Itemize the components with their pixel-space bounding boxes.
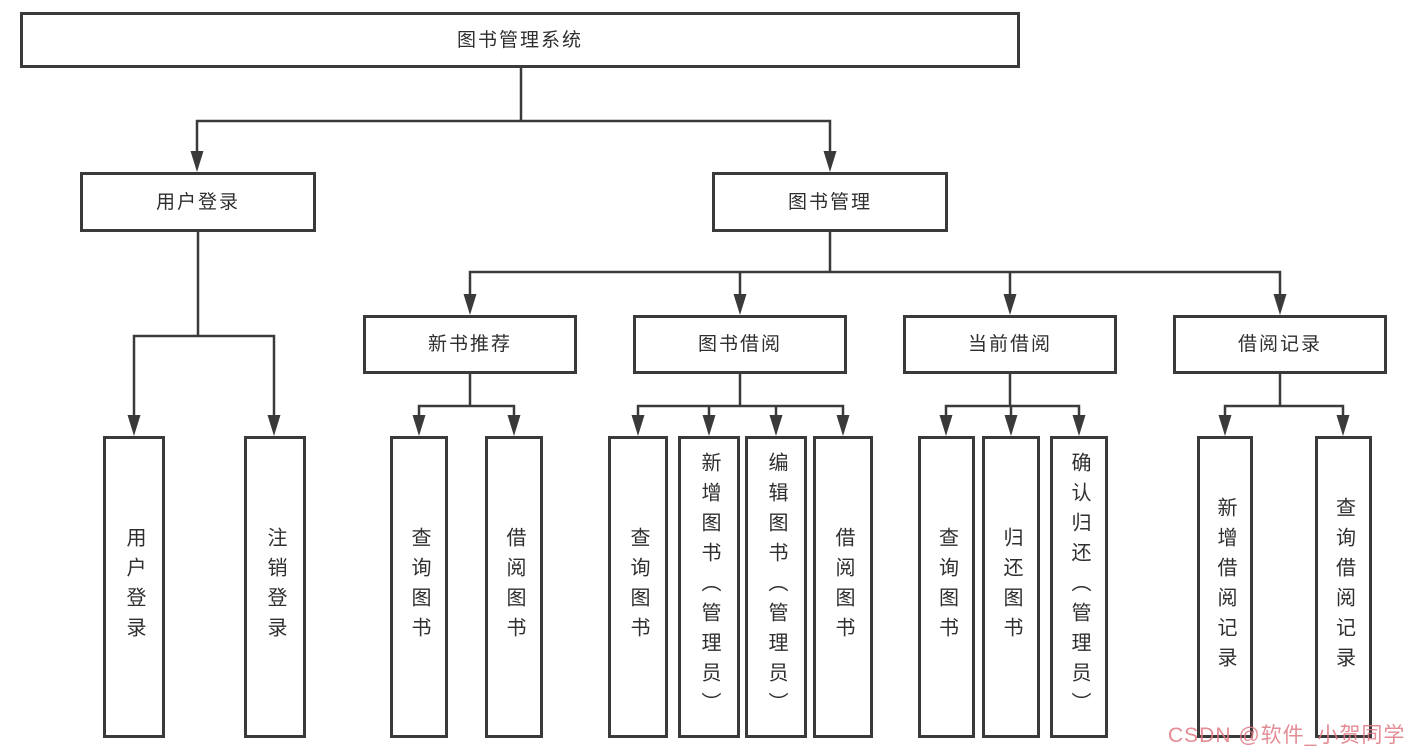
arrow-icon — [631, 415, 645, 436]
connector-userlogin-to-leaves — [132, 232, 276, 416]
leaf-borrow-books-2: 借阅图书 — [813, 436, 873, 738]
connector-borrow-to-leaves — [636, 374, 845, 415]
leaf-edit-books-admin: 编辑图书（管理员） — [745, 436, 807, 738]
leaf-add-books-admin: 新增图书（管理员） — [678, 436, 740, 738]
node-root: 图书管理系统 — [20, 12, 1020, 68]
arrow-icon — [267, 415, 281, 436]
arrow-icon — [127, 415, 141, 436]
arrow-icon — [823, 151, 837, 172]
arrow-icon — [1273, 294, 1287, 315]
node-book-management: 图书管理 — [712, 172, 948, 232]
arrow-icon — [412, 415, 426, 436]
leaf-confirm-return-admin: 确认归还（管理员） — [1050, 436, 1108, 738]
node-user-login: 用户登录 — [80, 172, 316, 232]
connector-root-to-level2 — [195, 68, 832, 152]
connector-bookmgmt-to-level3 — [468, 232, 1282, 295]
node-current-borrow: 当前借阅 — [903, 315, 1117, 374]
arrow-icon — [1004, 415, 1018, 436]
leaf-borrow-books-1: 借阅图书 — [485, 436, 543, 738]
leaf-query-books-1: 查询图书 — [390, 436, 448, 738]
leaf-return-books: 归还图书 — [982, 436, 1040, 738]
arrow-icon — [1218, 415, 1232, 436]
connector-records-to-leaves — [1223, 374, 1345, 415]
leaf-query-books-3: 查询图书 — [918, 436, 975, 738]
connector-newbook-to-leaves — [417, 374, 516, 415]
arrowheads — [127, 151, 1350, 436]
leaf-query-books-2: 查询图书 — [608, 436, 668, 738]
node-book-borrow: 图书借阅 — [633, 315, 847, 374]
arrow-icon — [507, 415, 521, 436]
arrow-icon — [1003, 294, 1017, 315]
node-borrow-records: 借阅记录 — [1173, 315, 1387, 374]
arrow-icon — [1072, 415, 1086, 436]
arrow-icon — [190, 151, 204, 172]
arrow-icon — [1336, 415, 1350, 436]
arrow-icon — [836, 415, 850, 436]
watermark: CSDN @软件_小贺同学 — [1168, 724, 1405, 747]
arrow-icon — [733, 294, 747, 315]
node-new-book-recommend: 新书推荐 — [363, 315, 577, 374]
leaf-query-borrow-record: 查询借阅记录 — [1315, 436, 1372, 738]
leaf-user-login: 用户登录 — [103, 436, 165, 738]
arrow-icon — [463, 294, 477, 315]
leaf-add-borrow-record: 新增借阅记录 — [1197, 436, 1253, 738]
connector-current-to-leaves — [944, 374, 1081, 415]
leaf-logout: 注销登录 — [244, 436, 306, 738]
arrow-icon — [702, 415, 716, 436]
arrow-icon — [939, 415, 953, 436]
arrow-icon — [769, 415, 783, 436]
